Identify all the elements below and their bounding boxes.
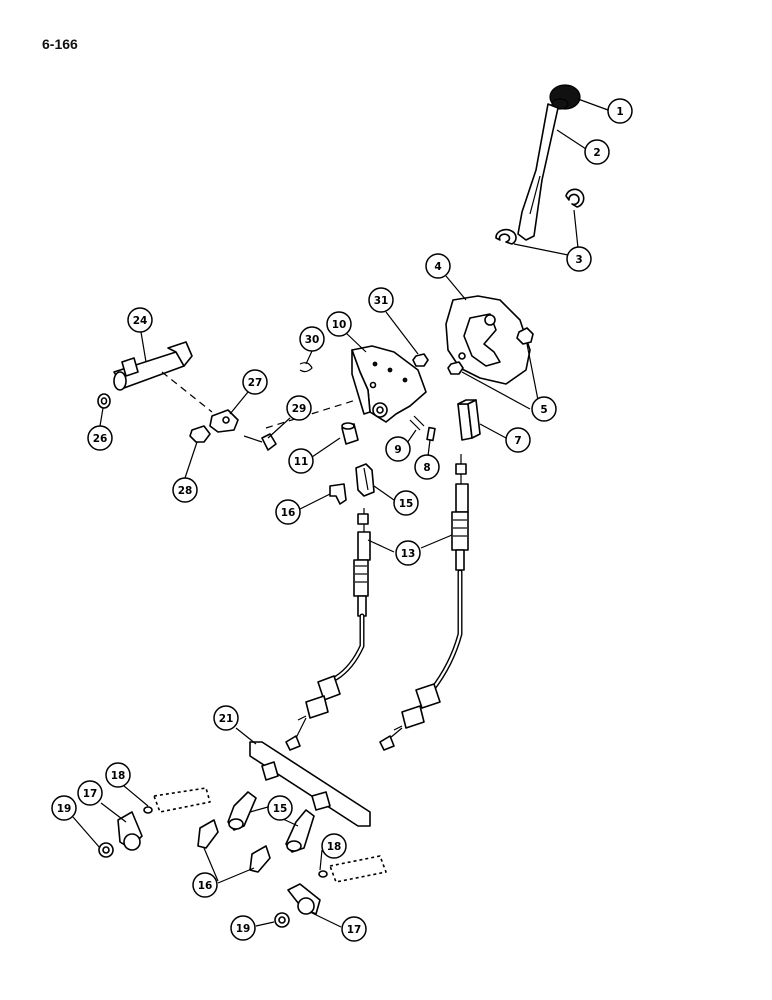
callout-15-lower: 15 (267, 795, 293, 821)
callout-29: 29 (286, 395, 312, 421)
leader-lines (72, 98, 609, 928)
lever-arm (209, 409, 239, 433)
nuts (447, 327, 534, 375)
callout-2: 2 (584, 139, 610, 165)
lever-assembly-right (274, 855, 387, 928)
callout-2-label: 2 (593, 147, 600, 159)
cable-mounting-plate (249, 741, 371, 827)
callout-17-left: 17 (77, 780, 103, 806)
callout-7: 7 (505, 427, 531, 453)
callout-17-right: 17 (341, 916, 367, 942)
spring-pin (299, 362, 313, 373)
callout-31: 31 (368, 287, 394, 313)
callout-13-label: 13 (401, 548, 416, 560)
callout-3: 3 (566, 246, 592, 272)
cross-shaft (113, 341, 193, 391)
callout-17-right-label: 17 (347, 924, 362, 936)
callout-15-lower-label: 15 (273, 803, 288, 815)
callout-19-left: 19 (51, 795, 77, 821)
control-cables (285, 454, 469, 751)
clevis-upper (355, 463, 375, 497)
retaining-clips (495, 188, 585, 245)
callout-26: 26 (87, 425, 113, 451)
control-lever (517, 103, 559, 241)
callout-9-label: 9 (394, 444, 401, 456)
callout-28-label: 28 (178, 485, 193, 497)
callout-18-right: 18 (321, 833, 347, 859)
callout-11: 11 (288, 448, 314, 474)
callout-7-label: 7 (514, 435, 521, 447)
callout-11-label: 11 (294, 456, 309, 468)
callout-30: 30 (299, 326, 325, 352)
callout-8-label: 8 (423, 462, 430, 474)
callout-1-label: 1 (616, 106, 623, 118)
control-knob (549, 84, 581, 110)
callout-19-left-label: 19 (57, 803, 72, 815)
callout-4: 4 (425, 253, 451, 279)
mounting-bracket (351, 345, 427, 423)
callout-29-label: 29 (292, 403, 307, 415)
callout-16-lower: 16 (192, 872, 218, 898)
callout-18-right-label: 18 (327, 841, 342, 853)
gate-plate (445, 295, 531, 385)
callout-8: 8 (414, 454, 440, 480)
callout-13: 13 (395, 540, 421, 566)
callout-26-label: 26 (93, 433, 108, 445)
clevis-lower (227, 791, 315, 853)
spacer-block (457, 399, 481, 441)
callout-27-label: 27 (248, 377, 263, 389)
callout-10: 10 (326, 311, 352, 337)
callout-18-left: 18 (105, 762, 131, 788)
page-number: 6-166 (42, 36, 78, 52)
callout-17-left-label: 17 (83, 788, 98, 800)
callout-19-right: 19 (230, 915, 256, 941)
callout-24: 24 (127, 307, 153, 333)
callout-19-right-label: 19 (236, 923, 251, 935)
callout-10-label: 10 (332, 319, 347, 331)
pins (409, 415, 436, 442)
small-nut (412, 353, 429, 367)
callout-16-upper-label: 16 (281, 507, 296, 519)
callout-15-upper: 15 (393, 490, 419, 516)
callout-18-left-label: 18 (111, 770, 126, 782)
callout-16-lower-label: 16 (198, 880, 213, 892)
callout-21: 21 (213, 705, 239, 731)
lever-assembly-left (98, 787, 211, 858)
washer (97, 393, 111, 409)
callout-27: 27 (242, 369, 268, 395)
callout-5-label: 5 (540, 404, 547, 416)
callout-24-label: 24 (133, 315, 148, 327)
bushing (341, 422, 359, 445)
callout-21-label: 21 (219, 713, 234, 725)
ball-joint-bolt (243, 433, 277, 451)
callout-15-upper-label: 15 (399, 498, 414, 510)
clip-upper (329, 483, 347, 505)
callout-9: 9 (385, 436, 411, 462)
callout-28: 28 (172, 477, 198, 503)
callout-1: 1 (607, 98, 633, 124)
clip-lower (197, 819, 271, 873)
callout-5: 5 (531, 396, 557, 422)
callout-4-label: 4 (434, 261, 441, 273)
callout-30-label: 30 (305, 334, 320, 346)
clevis-small (189, 425, 211, 443)
callout-31-label: 31 (374, 295, 389, 307)
callout-3-label: 3 (575, 254, 582, 266)
callout-16-upper: 16 (275, 499, 301, 525)
